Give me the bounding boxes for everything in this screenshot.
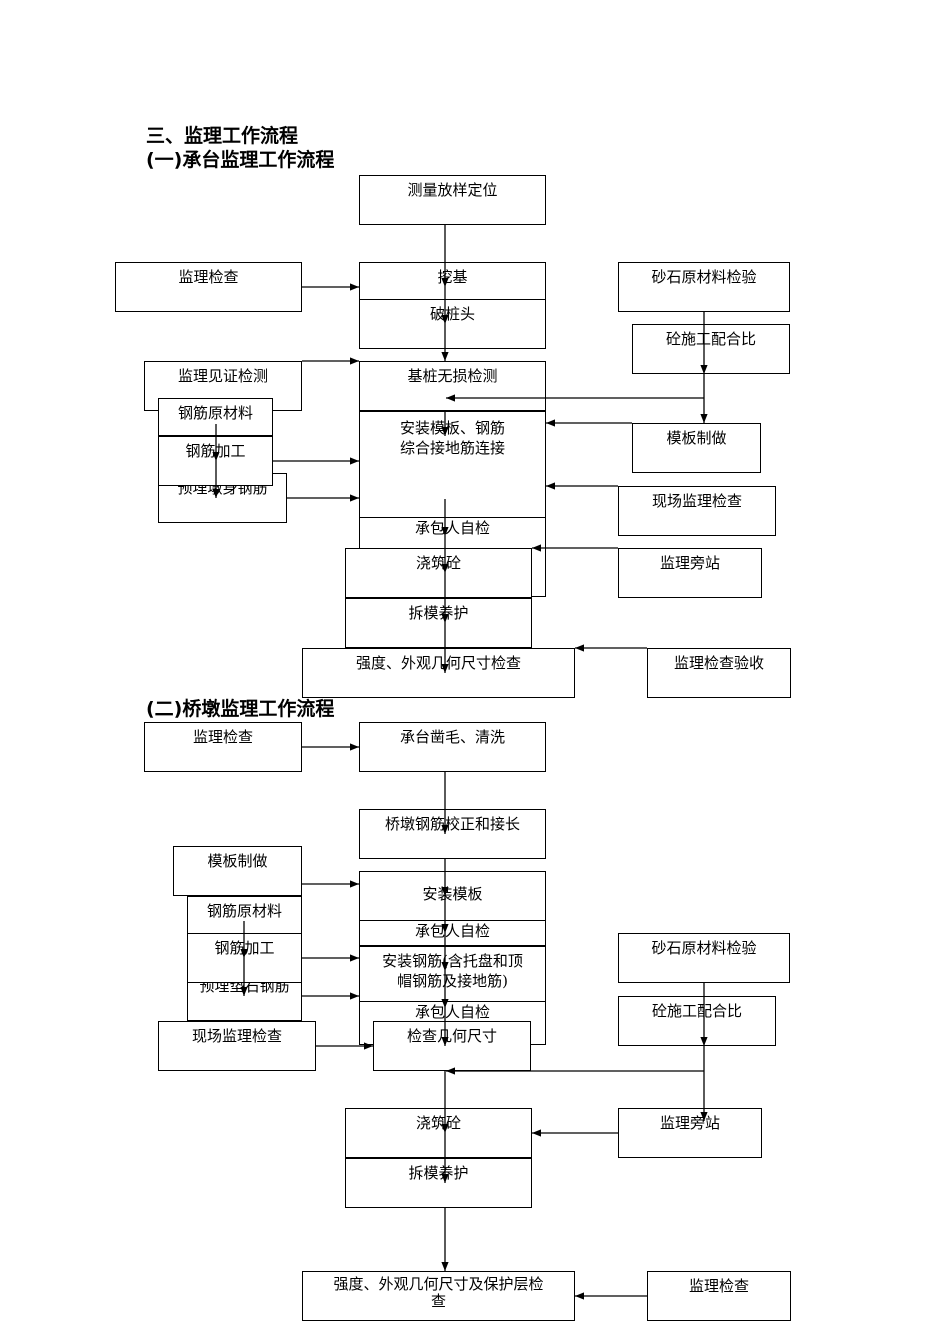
f2-geo-check-box: 检查几何尺寸 (373, 1021, 531, 1071)
f1-rebar-raw-box: 钢筋原材料 (158, 398, 273, 436)
section-title: 三、监理工作流程 (146, 125, 299, 147)
f1-pile-break-box: 破桩头 (359, 299, 546, 349)
f1-survey-box: 测量放样定位 (359, 175, 546, 225)
f1-rebar-proc-box: 钢筋加工 (158, 436, 273, 486)
flow1-title: (一)承台监理工作流程 (146, 149, 335, 171)
f1-install-box: 安装模板、钢筋 综合接地筋连接 (359, 411, 546, 519)
f2-final-check-box: 强度、外观几何尺寸及保护层检 查 (302, 1271, 575, 1321)
f1-excavate-box: 挖基 (359, 262, 546, 300)
f2-pour-box: 浇筑砼 (345, 1108, 532, 1158)
f1-aggregate-box: 砂石原材料检验 (618, 262, 790, 312)
f2-self-check1-box: 承包人自检 (359, 920, 546, 946)
f2-side-station-box: 监理旁站 (618, 1108, 762, 1158)
f2-demold-box: 拆模养护 (345, 1158, 532, 1208)
f1-final-check-box: 强度、外观几何尺寸检查 (302, 648, 575, 698)
f2-sup-final-box: 监理检查 (647, 1271, 791, 1321)
f2-rebar-proc-box: 钢筋加工 (187, 933, 302, 983)
f1-formwork-box: 模板制做 (632, 423, 761, 473)
f1-pile-test-box: 基桩无损检测 (359, 361, 546, 411)
f2-sup-check-box: 监理检查 (144, 722, 302, 772)
f2-install-form-box: 安装模板 (359, 871, 546, 921)
f2-mix-box: 砼施工配合比 (618, 996, 776, 1046)
f2-chisel-box: 承台凿毛、清洗 (359, 722, 546, 772)
f2-rebar-raw-box: 钢筋原材料 (187, 896, 302, 934)
f1-pour-box: 浇筑砼 (345, 548, 532, 598)
f1-mix-box: 砼施工配合比 (632, 324, 790, 374)
f2-install-rebar-box: 安装钢筋(含托盘和顶 帽钢筋及接地筋) (359, 946, 546, 1002)
f1-site-sup-box: 现场监理检查 (618, 486, 776, 536)
flow2-title: (二)桥墩监理工作流程 (146, 698, 335, 720)
f2-site-sup-box: 现场监理检查 (158, 1021, 316, 1071)
f1-side-station-box: 监理旁站 (618, 548, 762, 598)
f2-rebar-fix-box: 桥墩钢筋校正和接长 (359, 809, 546, 859)
f2-aggregate-box: 砂石原材料检验 (618, 933, 790, 983)
f2-formwork-make-box: 模板制做 (173, 846, 302, 896)
f1-demold-box: 拆模养护 (345, 598, 532, 648)
f1-sup-check-box: 监理检查 (115, 262, 302, 312)
f1-sup-accept-box: 监理检查验收 (647, 648, 791, 698)
